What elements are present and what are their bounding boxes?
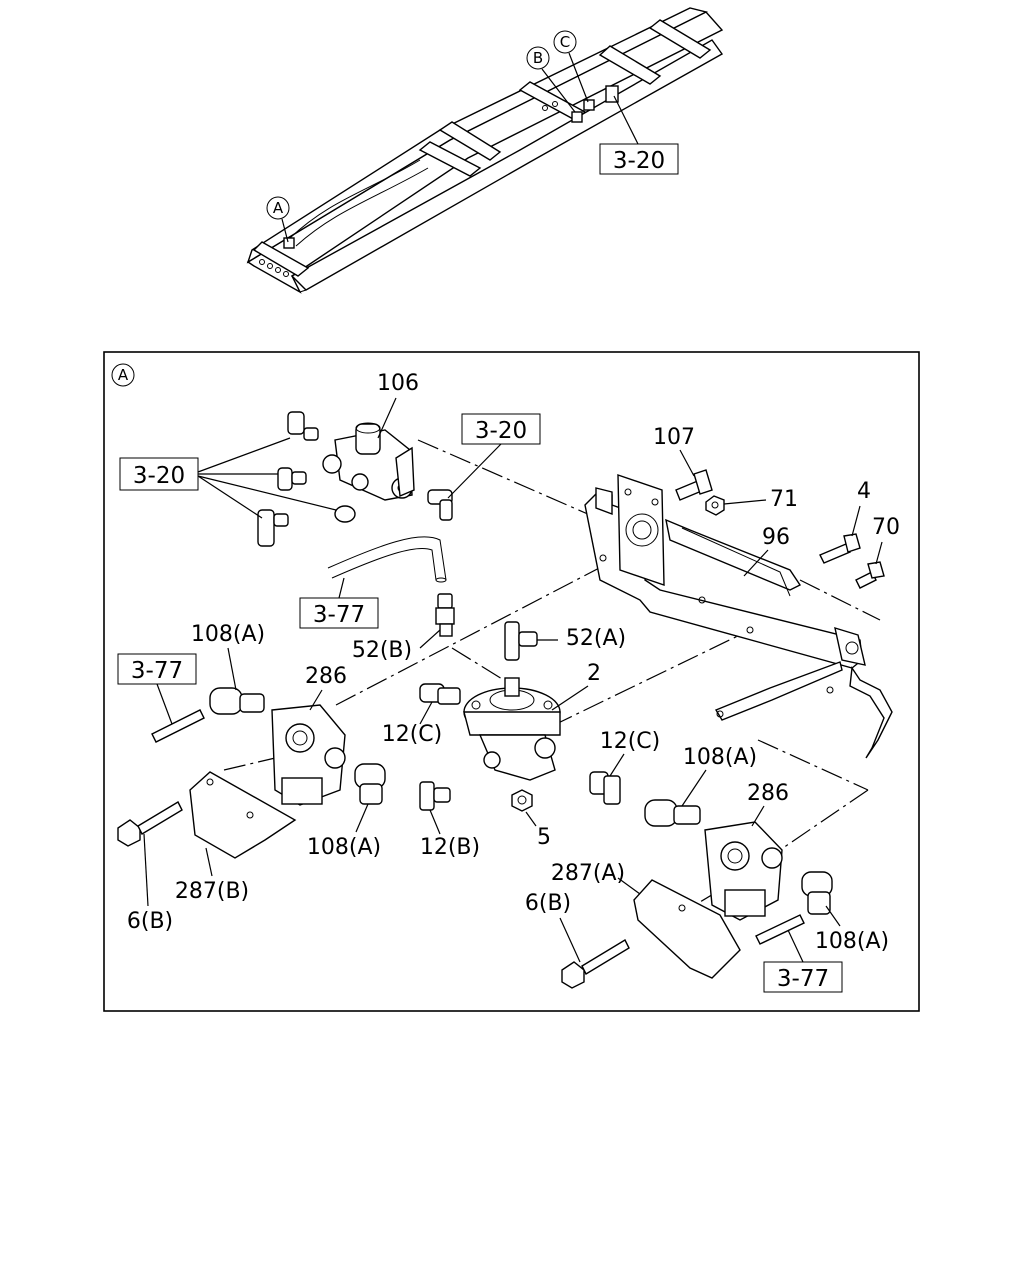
label-6b-right: 6(B) — [525, 891, 571, 916]
label-12c-left: 12(C) — [382, 722, 443, 747]
ref-box-right-3-77: 3-77 — [763, 929, 843, 993]
svg-text:A: A — [273, 199, 284, 217]
fitting-52a — [504, 621, 538, 661]
label-52a: 52(A) — [566, 626, 626, 651]
label-12b: 12(B) — [420, 835, 480, 860]
valve-286-right — [704, 821, 783, 921]
valve-106 — [322, 422, 415, 501]
label-2: 2 — [587, 661, 601, 686]
bolt-70 — [855, 561, 885, 589]
label-287a: 287(A) — [551, 861, 625, 886]
svg-text:3-77: 3-77 — [777, 966, 829, 992]
fitting-12c-right — [589, 771, 621, 805]
ref-box-overview: 3-20 — [599, 95, 679, 175]
tube-left — [151, 709, 205, 743]
label-52b: 52(B) — [352, 638, 412, 663]
fitting-12b — [419, 781, 451, 811]
ref-box-left-3-20: 3-20 — [119, 437, 337, 519]
fitting-12c-left — [419, 683, 461, 705]
label-5: 5 — [537, 825, 551, 850]
label-70: 70 — [872, 515, 900, 540]
valve-286-left — [271, 704, 346, 806]
label-286-left: 286 — [305, 664, 347, 689]
assembly-lines — [223, 439, 881, 903]
elbow-108a-lower-left — [354, 763, 386, 805]
callout-a: A — [266, 196, 290, 243]
label-286-right: 286 — [747, 781, 789, 806]
ref-box-hose-3-77: 3-77 — [299, 577, 379, 629]
bolt-107 — [675, 469, 713, 501]
nut-71 — [705, 495, 725, 516]
plate-287a — [633, 879, 741, 979]
plate-287b — [189, 771, 297, 859]
tube-right — [755, 914, 805, 945]
elbow-108a-upper-left — [209, 687, 265, 715]
svg-text:3-77: 3-77 — [131, 658, 183, 684]
detail-frame-label: A — [111, 363, 135, 387]
callout-c: C — [553, 30, 589, 103]
svg-text:A: A — [118, 366, 129, 384]
label-108a-upper-left: 108(A) — [191, 622, 265, 647]
callout-b: B — [526, 46, 576, 113]
hose-upper — [327, 536, 447, 583]
ref-box-left-3-77: 3-77 — [117, 653, 197, 725]
label-6b-left: 6(B) — [127, 909, 173, 934]
chassis-frame — [246, 7, 724, 294]
svg-text:3-20: 3-20 — [475, 418, 527, 444]
label-108a-lower-left: 108(A) — [307, 835, 381, 860]
part-labels: 106 107 71 4 70 96 52(A) 52(B) 2 108(A) … — [127, 371, 900, 963]
label-108a-upper-right: 108(A) — [683, 745, 757, 770]
bolt-6b-left — [117, 801, 183, 847]
svg-text:3-77: 3-77 — [313, 602, 365, 628]
label-108a-lower-right: 108(A) — [815, 929, 889, 954]
bolt-6b-right — [561, 939, 630, 989]
nut-5 — [511, 789, 533, 812]
svg-text:B: B — [533, 49, 543, 67]
svg-text:3-20: 3-20 — [133, 463, 185, 489]
mounting-bracket — [584, 474, 893, 759]
label-4: 4 — [857, 479, 871, 504]
label-71: 71 — [770, 487, 798, 512]
label-107: 107 — [653, 425, 695, 450]
svg-text:3-20: 3-20 — [613, 148, 665, 174]
svg-text:C: C — [560, 33, 570, 51]
fittings-106 — [257, 411, 453, 547]
elbow-108a-lower-right — [801, 871, 833, 915]
label-96: 96 — [762, 525, 790, 550]
detail-frame — [103, 351, 920, 1012]
label-106: 106 — [377, 371, 419, 396]
bolt-4 — [819, 533, 861, 564]
relay-valve-2 — [463, 677, 561, 781]
elbow-108a-upper-right — [644, 799, 701, 827]
label-287b: 287(B) — [175, 879, 249, 904]
fitting-52b — [435, 593, 455, 637]
label-12c-right: 12(C) — [600, 729, 661, 754]
ref-box-top-3-20: 3-20 — [447, 413, 541, 499]
